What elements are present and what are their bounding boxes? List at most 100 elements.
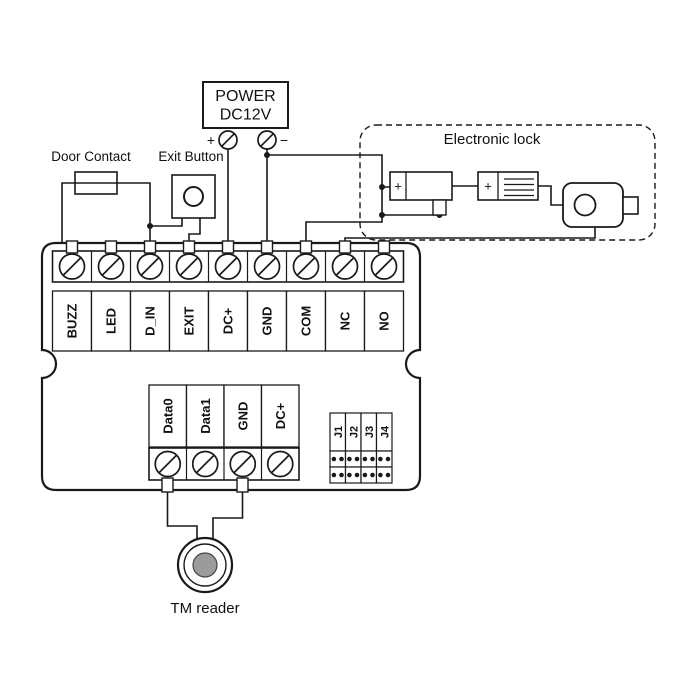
top-terminal-screws bbox=[58, 253, 398, 280]
lock-coil-connector bbox=[432, 199, 447, 216]
reader-terminal-dividers bbox=[185, 448, 263, 480]
jumper-pin bbox=[339, 472, 344, 478]
terminal-label: LED bbox=[104, 308, 119, 334]
wire-clamp bbox=[260, 240, 274, 254]
wire-gnd-to-reader bbox=[212, 492, 244, 540]
jumper-pin bbox=[331, 472, 337, 478]
jumper-pin bbox=[347, 472, 352, 478]
junction-dot bbox=[379, 212, 385, 218]
wire-com-to-lock bbox=[305, 215, 383, 241]
jumper-pin bbox=[347, 456, 352, 462]
wires bbox=[61, 149, 596, 540]
terminal-label: COM bbox=[299, 306, 314, 336]
jumper-block: J1 J2 J3 J4 bbox=[329, 412, 393, 484]
terminal-label: Data0 bbox=[160, 398, 175, 433]
wire-clamp bbox=[236, 477, 249, 493]
terminal-label: BUZZ bbox=[65, 304, 80, 339]
junction-dot bbox=[264, 152, 270, 158]
jumper-pin bbox=[378, 456, 383, 462]
jumper-pin bbox=[370, 456, 375, 462]
wire-clamp bbox=[161, 477, 174, 493]
door-contact-label: Door Contact bbox=[51, 149, 131, 164]
wire-clamp bbox=[338, 240, 352, 254]
wire-clamp bbox=[143, 240, 157, 254]
jumper-pin bbox=[378, 472, 383, 478]
lock-coil-polarity: + bbox=[394, 179, 402, 194]
lock-body bbox=[562, 182, 639, 228]
jumper-label: J4 bbox=[379, 425, 391, 438]
lock-bolt bbox=[622, 196, 639, 215]
wire-suppressor-to-lock-body bbox=[538, 185, 563, 206]
controller-board: BUZZ LED D_IN EXIT DC+ GND COM NC NO Dat… bbox=[40, 240, 422, 493]
power-box bbox=[202, 81, 289, 129]
power-title-line2: DC12V bbox=[220, 107, 272, 124]
jumper-pin bbox=[354, 472, 360, 478]
terminal-label: D_IN bbox=[143, 306, 158, 336]
electronic-lock-label: Electronic lock bbox=[444, 131, 541, 148]
tm-reader-inner-ring bbox=[183, 543, 227, 587]
power-negative-label: − bbox=[280, 132, 288, 148]
wire-door-contact-left bbox=[61, 182, 75, 243]
terminal-label: DC+ bbox=[221, 307, 236, 334]
wire-clamp bbox=[182, 240, 196, 254]
wire-clamp bbox=[65, 240, 79, 254]
exit-button: Exit Button bbox=[158, 149, 224, 219]
wire-clamp bbox=[221, 240, 235, 254]
junction-dot bbox=[147, 223, 153, 229]
jumper-pin bbox=[339, 456, 344, 462]
wire-exit-button-left bbox=[150, 218, 183, 227]
wire-data0-to-reader bbox=[166, 492, 198, 540]
reader-terminal-screws bbox=[154, 450, 294, 478]
junction-dot bbox=[379, 184, 385, 190]
terminal-label: NO bbox=[377, 311, 392, 331]
power-title-line1: POWER bbox=[215, 88, 275, 105]
wire-door-contact-to-din bbox=[117, 182, 151, 241]
jumper-pins bbox=[331, 456, 391, 478]
terminal-label: Data1 bbox=[198, 398, 213, 433]
terminal-label: GND bbox=[260, 307, 275, 336]
lock-coil: + bbox=[389, 171, 453, 216]
jumper-pin bbox=[385, 472, 391, 478]
jumper-pin bbox=[362, 472, 368, 478]
terminal-label: EXIT bbox=[182, 306, 197, 335]
wire-clamp bbox=[104, 240, 118, 254]
jumper-pin bbox=[331, 456, 337, 462]
power-positive-label: + bbox=[207, 132, 215, 148]
top-terminal-dividers bbox=[90, 251, 366, 282]
lock-coil-body bbox=[389, 171, 453, 201]
terminal-label: GND bbox=[235, 402, 250, 431]
exit-button-actuator bbox=[183, 186, 204, 207]
electronic-lock-boundary bbox=[359, 124, 656, 241]
terminal-label: DC+ bbox=[273, 402, 288, 429]
jumper-label: J3 bbox=[364, 426, 376, 438]
electronic-lock: Electronic lock + + bbox=[359, 124, 656, 241]
jumper-label: J1 bbox=[333, 426, 345, 438]
wire-clamp bbox=[299, 240, 313, 254]
tm-reader-probe bbox=[192, 552, 218, 578]
surge-suppressor-stripes bbox=[504, 178, 534, 197]
wire-clamp bbox=[377, 240, 391, 254]
top-terminal-labels bbox=[51, 290, 405, 352]
wire-nc-to-lock bbox=[344, 227, 596, 241]
door-contact: Door Contact bbox=[51, 149, 131, 195]
wire-exit-button-to-exit bbox=[188, 218, 201, 241]
reader-terminal-label-texts: Data0 Data1 GND DC+ bbox=[160, 398, 288, 433]
wire-power-to-lock bbox=[267, 154, 390, 188]
reader-terminal-labels bbox=[148, 384, 300, 448]
surge-suppressor: + bbox=[477, 171, 539, 201]
tm-reader-label: TM reader bbox=[170, 600, 239, 617]
jumper-pin-cell bbox=[375, 466, 393, 484]
jumper-pin bbox=[362, 456, 368, 462]
tm-reader: TM reader bbox=[170, 536, 240, 617]
power-supply: POWER DC12V + − bbox=[202, 81, 289, 150]
lock-cylinder bbox=[573, 193, 597, 217]
jumper-label: J2 bbox=[348, 426, 360, 438]
surge-suppressor-polarity: + bbox=[484, 179, 492, 194]
jumper-pin bbox=[385, 456, 391, 462]
top-terminal-label-texts: BUZZ LED D_IN EXIT DC+ GND COM NC NO bbox=[65, 304, 392, 339]
top-wire-clamps bbox=[65, 240, 391, 254]
jumper-pin bbox=[370, 472, 375, 478]
exit-button-label: Exit Button bbox=[158, 149, 223, 164]
